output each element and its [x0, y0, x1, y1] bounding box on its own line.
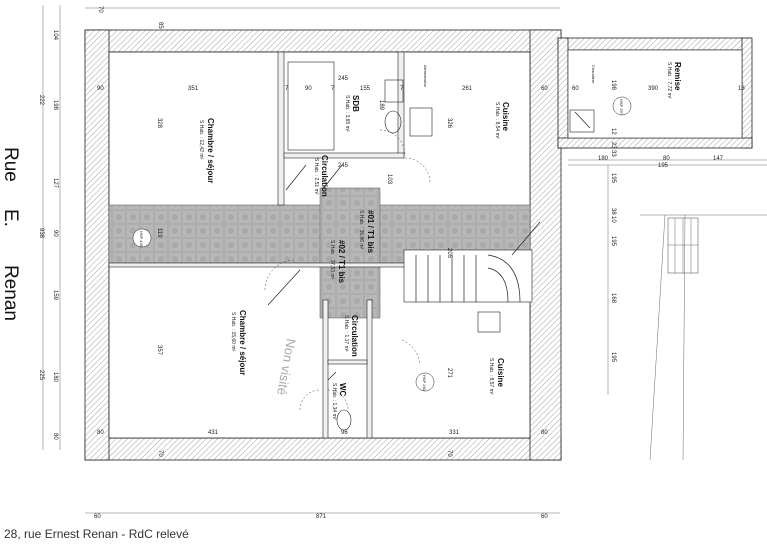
plan-caption: 28, rue Ernest Renan - RdC relevé	[4, 527, 189, 541]
dim-left: 90	[52, 230, 58, 237]
dim-left: 104	[52, 30, 58, 41]
room-chambre-1-name: Chambre / séjour	[206, 118, 215, 183]
exterior-area	[568, 159, 767, 461]
street-word-3: Renan	[0, 265, 21, 321]
dim-inner: 431	[208, 430, 219, 436]
room-circulation-2-name: Circulation	[350, 315, 359, 357]
dim-inner: 119	[156, 228, 162, 238]
dim-top: 60	[541, 86, 548, 92]
dim-inner: 331	[449, 430, 460, 436]
dim-inner: 96	[341, 430, 348, 436]
room-wc-area: S.Hab. : 1,34 m²	[331, 383, 337, 420]
dim-inner: 326	[446, 118, 452, 129]
dim-right: 10	[610, 216, 616, 223]
dim-inner: 357	[156, 345, 162, 356]
dim-left: 222	[38, 95, 44, 106]
dim-top: 90	[305, 86, 312, 92]
exterior-walls	[84, 29, 753, 461]
dim-inner: 147	[713, 156, 724, 162]
dimension-lines	[42, 5, 609, 514]
dim-bottom-plan: 80	[541, 430, 548, 436]
dim-left: 127	[52, 178, 58, 189]
room-circulation-1-name: Circulation	[320, 155, 329, 197]
dim-right: 195	[610, 173, 616, 184]
dim-bottom: 60	[94, 514, 101, 520]
dim-inner: 12	[610, 128, 616, 135]
dim-inner: 195	[658, 163, 669, 169]
room-remise-name: Remise	[673, 62, 682, 91]
dim-inner: 271	[446, 368, 452, 379]
dim-inner: 180	[598, 156, 609, 162]
room-chambre-1-area: S.Hab. : 12,42 m²	[198, 120, 204, 160]
dim-right: 195	[610, 236, 616, 247]
dim-right: 195	[610, 352, 616, 363]
dim-left: 159	[52, 290, 58, 301]
dim-inner: 33	[610, 150, 616, 157]
dim-top: 7	[285, 86, 289, 92]
interior	[108, 49, 743, 439]
staircase	[403, 249, 533, 303]
room-remise-area: S.Hab. : 7,72 m²	[666, 62, 672, 99]
unit-01-area: S.Hab. : 36,86 m²	[358, 210, 364, 250]
dim-left: 198	[52, 100, 58, 111]
dim-left: 938	[38, 228, 44, 239]
dim-top: 90	[97, 86, 104, 92]
dim-top: 18	[738, 86, 745, 92]
dim-inner: 205	[446, 248, 452, 259]
room-cuisine-1-area: S.Hab. : 8,54 m²	[494, 102, 500, 139]
dim-bottom-plan: 80	[97, 430, 104, 436]
room-sdb-name: SDB	[351, 95, 360, 112]
room-chambre-2-name: Chambre / séjour	[238, 310, 247, 375]
dim-inner: 23	[610, 142, 616, 149]
dim-top: 155	[360, 86, 371, 92]
dim-left: 180	[52, 372, 58, 383]
dim-top: 351	[188, 86, 199, 92]
dim-inner: 198	[610, 80, 616, 91]
dim-right: 38	[610, 208, 616, 215]
dim-top: 7	[331, 86, 335, 92]
chaudiere-label: Chaudière	[591, 65, 596, 84]
unit-01-name: #01 / T1 bis	[366, 210, 375, 254]
dim-top: 390	[648, 86, 659, 92]
dim-inner: 328	[156, 118, 162, 129]
dim-top: 85	[157, 22, 163, 29]
dim-left: 80	[52, 433, 58, 440]
unit-02-area: S.Hab. : 37,33 m²	[329, 240, 335, 280]
hsp-label-1: HSP 445	[139, 231, 144, 248]
room-sdb-area: S.Hab. : 3,65 m²	[344, 95, 350, 132]
room-cuisine-1-name: Cuisine	[501, 102, 510, 131]
room-chambre-2-area: S.Hab. : 15,60 m²	[230, 312, 236, 352]
dim-top: 70	[97, 6, 103, 13]
dim-top: 261	[462, 86, 473, 92]
dimension-labels: 104 222 198 127 90 938 159 180 225 80 70…	[38, 6, 745, 520]
dim-top: 7	[400, 86, 404, 92]
room-wc-name: WC	[338, 383, 347, 397]
street-word-2: E.	[0, 209, 21, 227]
dim-right: 168	[610, 293, 616, 304]
alimentation-label: Alimentation	[423, 65, 428, 87]
dim-bottom: 871	[316, 514, 327, 520]
dim-bottom-plan: 70	[446, 450, 452, 457]
dim-inner: 60	[572, 86, 579, 92]
dim-inner: 245	[338, 163, 349, 169]
street-word-1: Rue	[0, 147, 21, 182]
room-cuisine-2-name: Cuisine	[496, 358, 505, 387]
dim-inner: 80	[663, 156, 670, 162]
dim-inner: 189	[378, 100, 384, 111]
dim-left: 225	[38, 370, 44, 381]
unit-02-name: #02 / T1 bis	[337, 240, 346, 284]
hsp-label-2: HSP 297	[619, 99, 624, 116]
dim-bottom: 60	[541, 514, 548, 520]
dim-top: 245	[338, 76, 349, 82]
room-circulation-1-area: S.Hab. : 2,51 m²	[313, 158, 319, 195]
dim-bottom-plan: 70	[157, 450, 163, 457]
dim-inner: 103	[386, 174, 392, 185]
street-label: Rue E. Renan	[0, 147, 21, 321]
hsp-label-3: HSP 281	[422, 375, 427, 392]
room-cuisine-2-area: S.Hab. : 8,57 m²	[488, 358, 494, 395]
room-circulation-2-area: S.Hab. : 1,17 m²	[343, 315, 349, 352]
